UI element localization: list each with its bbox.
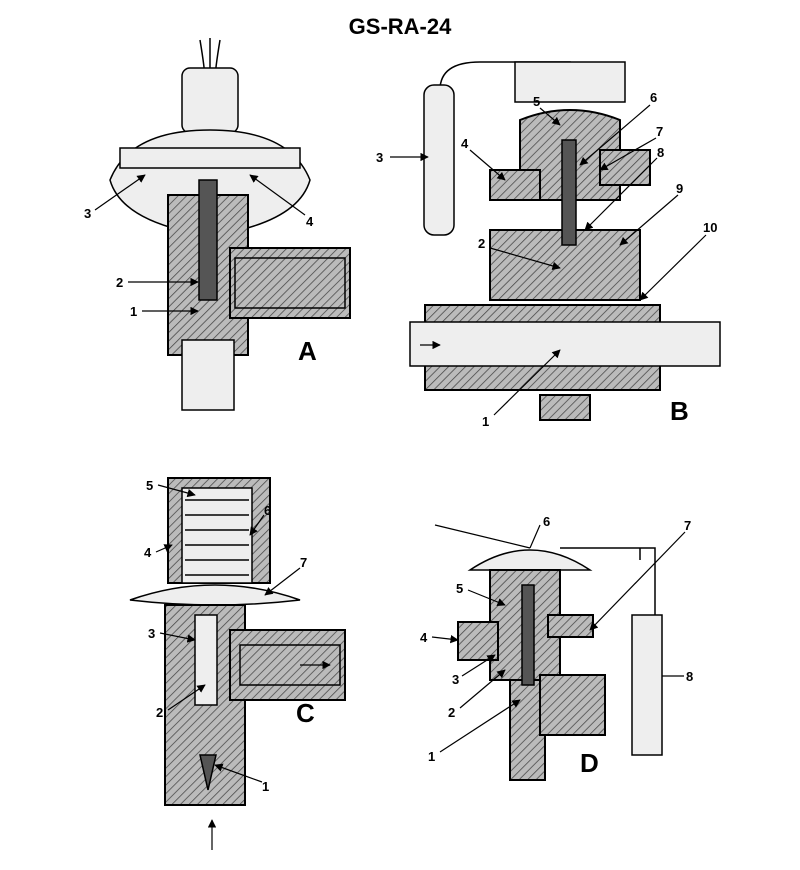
label-c-2: 2	[156, 705, 163, 720]
label-b-6: 6	[650, 90, 657, 105]
label-d-5: 5	[456, 581, 463, 596]
label-c-5: 5	[146, 478, 153, 493]
panel-letter-c: C	[296, 698, 315, 728]
label-d-4: 4	[420, 630, 428, 645]
panel-d-valve	[457, 547, 663, 781]
label-d-3: 3	[452, 672, 459, 687]
label-a-1: 1	[130, 304, 137, 319]
label-c-6: 6	[264, 503, 271, 518]
label-d-7: 7	[684, 518, 691, 533]
label-b-8: 8	[657, 145, 664, 160]
label-d-8: 8	[686, 669, 693, 684]
panel-b-valve	[409, 61, 721, 421]
label-d-2: 2	[448, 705, 455, 720]
label-d-6: 6	[543, 514, 550, 529]
panel-letter-a: A	[298, 336, 317, 366]
label-a-2: 2	[116, 275, 123, 290]
label-a-3: 3	[84, 206, 91, 221]
label-b-7: 7	[656, 124, 663, 139]
label-c-4: 4	[144, 545, 152, 560]
label-a-4: 4	[306, 214, 314, 229]
label-d-1: 1	[428, 749, 435, 764]
label-b-1: 1	[482, 414, 489, 429]
label-b-3: 3	[376, 150, 383, 165]
figure-title: GS-RA-24	[348, 14, 452, 39]
label-c-3: 3	[148, 626, 155, 641]
label-b-2: 2	[478, 236, 485, 251]
label-c-1: 1	[262, 779, 269, 794]
label-b-4: 4	[461, 136, 469, 151]
leader-lines	[94, 104, 707, 783]
label-b-9: 9	[676, 181, 683, 196]
panel-c-valve	[129, 477, 346, 850]
panel-letter-b: B	[670, 396, 689, 426]
label-c-7: 7	[300, 555, 307, 570]
panel-letter-d: D	[580, 748, 599, 778]
label-b-10: 10	[703, 220, 717, 235]
label-b-5: 5	[533, 94, 540, 109]
panel-a-valve	[109, 38, 351, 411]
